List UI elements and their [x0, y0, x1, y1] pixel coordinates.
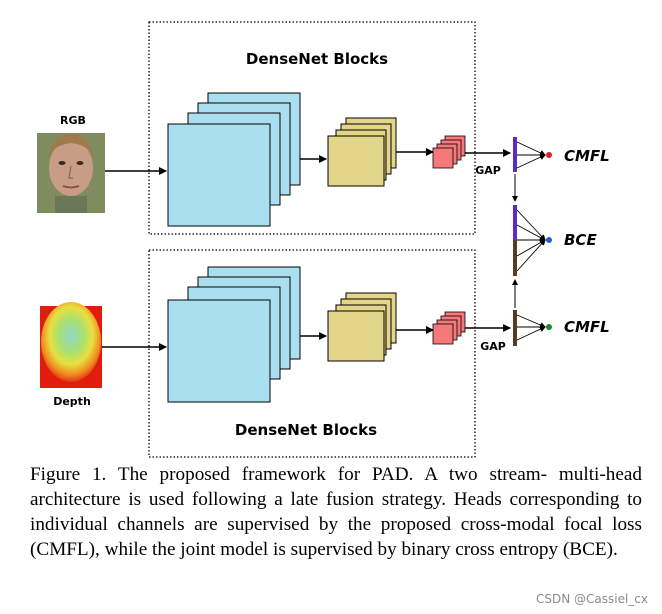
top-large-block-front — [167, 123, 271, 227]
top-small-block-stack — [432, 135, 466, 169]
bottom-small-block-stack — [432, 311, 466, 345]
depth-map-image — [40, 302, 102, 388]
framework-diagram: DenseNet Blocks DenseNet Blocks RGB Dept… — [37, 21, 610, 458]
bce-output-dot — [546, 237, 552, 243]
head-middle-label: BCE — [564, 231, 597, 249]
bottom-mid-block-stack — [327, 292, 397, 362]
watermark: CSDN @Cassiel_cx — [535, 592, 648, 606]
top-gap-label: GAP — [475, 164, 501, 177]
figure-caption: Figure 1. The proposed framework for PAD… — [30, 464, 642, 560]
cmfl-bottom-output-dot — [546, 324, 552, 330]
bottom-gap-label: GAP — [480, 340, 506, 353]
top-head-connections — [516, 141, 546, 169]
top-block-title: DenseNet Blocks — [246, 50, 388, 68]
bottom-block-title: DenseNet Blocks — [235, 421, 377, 439]
head-top-label: CMFL — [564, 147, 610, 165]
bottom-head-connections — [516, 314, 546, 341]
middle-head-connections — [516, 209, 546, 272]
cmfl-top-output-dot — [546, 152, 552, 158]
bottom-densenet-container — [148, 249, 476, 458]
top-densenet-container — [148, 21, 476, 235]
rgb-face-image — [37, 133, 105, 213]
bottom-large-block-front — [167, 299, 271, 403]
head-bottom-label: CMFL — [564, 318, 610, 336]
top-mid-block-stack — [327, 117, 397, 187]
depth-label: Depth — [53, 395, 91, 408]
rgb-label: RGB — [60, 114, 86, 127]
